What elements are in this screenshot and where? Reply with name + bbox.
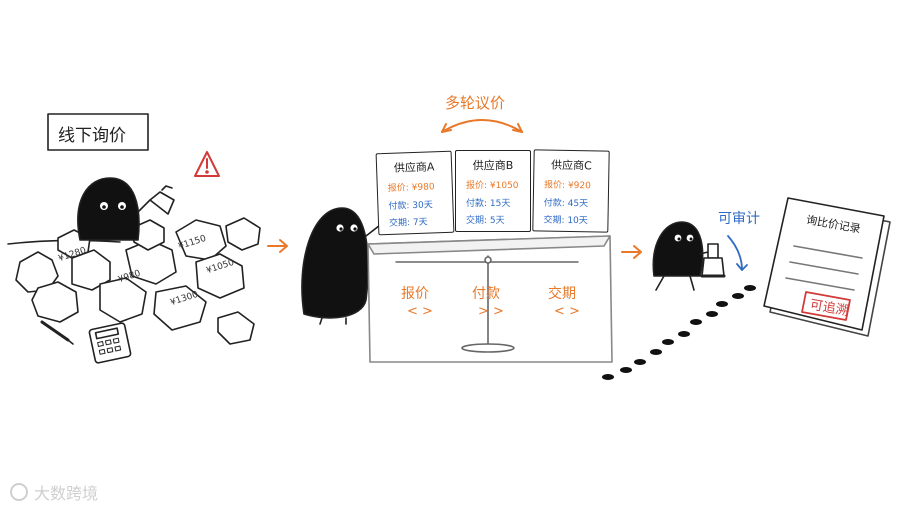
supplier-price: 报价: ¥980 bbox=[387, 182, 435, 194]
held-paper bbox=[149, 191, 175, 215]
supplier-card-c: 供应商C 报价: ¥920 付款: 45天 交期: 10天 bbox=[532, 149, 610, 233]
watermark-icon bbox=[10, 483, 28, 501]
supplier-delivery: 交期: 5天 bbox=[466, 216, 505, 226]
audit-arrow bbox=[727, 235, 743, 271]
crumpled-papers bbox=[15, 217, 261, 345]
offline-label-box bbox=[47, 113, 149, 151]
supplier-price: 报价: ¥920 bbox=[544, 180, 591, 192]
pen-icon bbox=[40, 320, 70, 342]
supplier-delivery: 交期: 7天 bbox=[388, 217, 428, 229]
multi-round-label: 多轮议价 bbox=[445, 94, 506, 112]
supplier-card-a: 供应商A 报价: ¥980 付款: 30天 交期: 7天 bbox=[375, 150, 455, 236]
calculator-icon bbox=[88, 322, 132, 364]
supplier-payment: 付款: 45天 bbox=[543, 198, 589, 210]
auditor-legs bbox=[655, 275, 695, 291]
supplier-payment: 付款: 15天 bbox=[466, 199, 511, 209]
flow-arrow-2 bbox=[621, 245, 642, 259]
compare-label-payment: 付款 bbox=[472, 286, 500, 302]
supplier-payment: 付款: 30天 bbox=[388, 200, 433, 212]
watermark-logo: 大数跨境 bbox=[10, 480, 98, 504]
supplier-delivery: 交期: 10天 bbox=[543, 215, 588, 227]
supplier-card-b: 供应商B 报价: ¥1050 付款: 15天 交期: 5天 bbox=[455, 150, 531, 232]
warning-icon bbox=[194, 151, 220, 177]
worried-person bbox=[77, 177, 140, 241]
record-stamp bbox=[801, 291, 851, 321]
record-document bbox=[763, 197, 885, 331]
supplier-name: 供应商A bbox=[393, 160, 435, 175]
stamp-icon bbox=[707, 243, 719, 259]
compare-label-delivery: 交期 bbox=[548, 286, 576, 302]
supplier-name: 供应商B bbox=[472, 159, 514, 172]
flow-arrow-1 bbox=[267, 239, 288, 253]
pencil-sketch bbox=[161, 185, 173, 191]
auditor-person bbox=[652, 221, 704, 277]
offline-inquiry-label: 线下询价 bbox=[58, 126, 126, 146]
footprints bbox=[602, 285, 756, 380]
auditable-label: 可审计 bbox=[718, 211, 760, 227]
compare-sign-payment: > > bbox=[478, 304, 504, 319]
raised-arm bbox=[137, 199, 151, 213]
watermark-text: 大数跨境 bbox=[34, 484, 99, 503]
supplier-name: 供应商C bbox=[550, 158, 592, 173]
compare-label-price: 报价 bbox=[401, 286, 429, 302]
negotiator-person bbox=[301, 207, 369, 319]
compare-sign-price: < > bbox=[407, 304, 433, 319]
balance-base bbox=[461, 343, 515, 353]
compare-sign-delivery: < > bbox=[554, 304, 580, 319]
supplier-price: 报价: ¥1050 bbox=[466, 181, 519, 191]
negotiation-arrow bbox=[441, 119, 523, 133]
